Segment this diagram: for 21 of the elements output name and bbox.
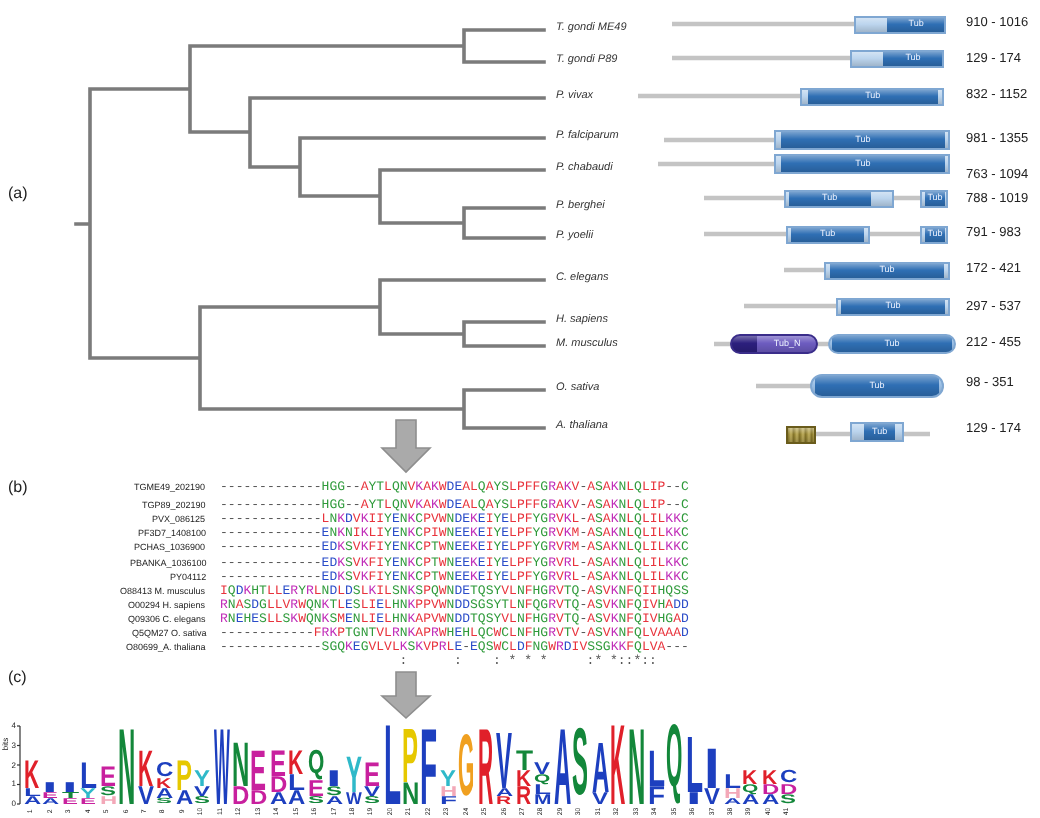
residue-letter-stack: TKR	[515, 750, 533, 804]
residue-letter-stack: A	[553, 728, 570, 804]
residue-letter-stack: S	[572, 728, 589, 804]
residue-letter-stack: N	[628, 728, 646, 804]
residue-letter-stack: N	[118, 728, 136, 804]
residue-letter-stack: G	[458, 734, 476, 804]
residue-letter-stack: R	[477, 728, 495, 804]
residue-letter-stack: L	[383, 724, 400, 804]
domain-box	[786, 425, 816, 443]
residue-letter-stack: F	[420, 728, 438, 804]
residue-letter-stack: KLA	[288, 750, 306, 804]
panel-label: (c)	[8, 670, 27, 686]
residue-letter-stack: LF	[647, 750, 665, 804]
residue-letter-stack: PA	[175, 760, 192, 804]
residue-letter-stack: YW	[345, 756, 363, 804]
residue-letter-stack: EDA	[269, 750, 287, 804]
residue-letter-stack: Q	[666, 724, 684, 804]
residue-letter-stack: K	[609, 724, 627, 804]
residue-letter-stack: W	[213, 728, 230, 804]
panel-label: (b)	[8, 480, 28, 496]
panel-label: (a)	[8, 186, 28, 202]
